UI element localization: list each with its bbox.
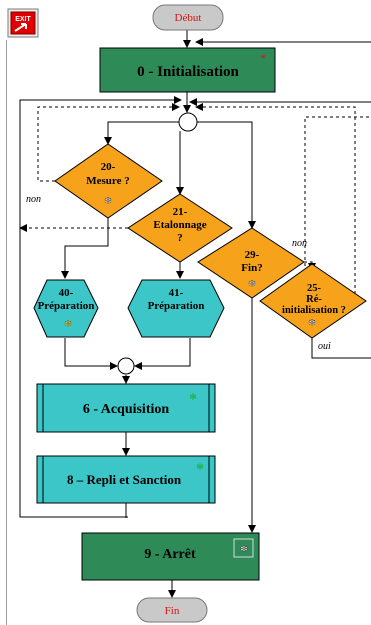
fin-question-label-1: 29- bbox=[245, 249, 260, 261]
node-reinitialisation: 25- Ré- initialisation ? * bbox=[259, 263, 367, 339]
reinit-label-2: Ré- bbox=[306, 294, 322, 305]
join-connector bbox=[117, 357, 135, 375]
node-preparation-41: 41- Préparation bbox=[127, 279, 225, 338]
mesure-label-2: Mesure ? bbox=[86, 175, 129, 187]
prep41-label-2: Préparation bbox=[148, 300, 205, 312]
star-icon: * bbox=[260, 51, 266, 65]
edge-hub-mesure bbox=[104, 121, 180, 145]
fin-label: Fin bbox=[165, 605, 180, 617]
node-preparation-40: 40- Préparation * bbox=[33, 279, 99, 338]
node-etalonnage: 21- Etalonnage ? bbox=[127, 193, 233, 263]
etalonnage-label-3: ? bbox=[177, 232, 183, 244]
node-fin: Fin bbox=[136, 597, 208, 623]
non-label-mesure: non bbox=[26, 194, 41, 205]
star-icon: * bbox=[240, 543, 248, 560]
edges bbox=[19, 30, 371, 598]
edge-hub-fin bbox=[197, 121, 256, 229]
mesure-label-1: 20- bbox=[101, 161, 116, 173]
edge-prep41-join bbox=[134, 338, 191, 370]
node-repli-sanction: 8 – Repli et Sanction * bbox=[36, 455, 216, 504]
prep41-label-1: 41- bbox=[169, 287, 184, 299]
exit-label: EXIT bbox=[15, 16, 31, 23]
arret-label: 9 - Arrêt bbox=[144, 547, 196, 562]
star-icon: * bbox=[189, 391, 197, 408]
node-arret: 9 - Arrêt * bbox=[81, 532, 260, 581]
edge-side-dashed bbox=[304, 116, 371, 290]
edge-mesure-non bbox=[37, 103, 180, 182]
initialisation-label: 0 - Initialisation bbox=[137, 64, 239, 80]
fin-question-label-2: Fin? bbox=[241, 262, 262, 274]
reinit-label-3: initialisation ? bbox=[282, 305, 346, 316]
star-icon: * bbox=[248, 278, 256, 294]
reinit-label-1: 25- bbox=[307, 283, 322, 294]
node-fin-question: 29- Fin? * bbox=[197, 227, 305, 299]
star-icon: * bbox=[64, 318, 72, 334]
node-initialisation: 0 - Initialisation * bbox=[99, 47, 276, 93]
repli-label: 8 – Repli et Sanction bbox=[67, 472, 182, 487]
star-icon: * bbox=[196, 461, 204, 478]
star-icon: * bbox=[308, 317, 316, 333]
non-label-fin: non bbox=[292, 238, 307, 249]
exit-button[interactable]: EXIT bbox=[7, 8, 39, 38]
oui-label-reinit: oui bbox=[318, 341, 331, 352]
exit-arrow-icon bbox=[14, 23, 27, 32]
hub-connector bbox=[178, 112, 198, 132]
edge-reinit-non bbox=[195, 103, 356, 303]
edge-reinit-oui bbox=[311, 338, 371, 359]
edge-mesure-prep40 bbox=[61, 218, 109, 279]
star-icon: * bbox=[104, 195, 112, 211]
etalonnage-label-1: 21- bbox=[173, 206, 188, 218]
prep40-label-1: 40- bbox=[59, 287, 74, 299]
acquisition-label: 6 - Acquisition bbox=[83, 402, 170, 417]
prep40-label-2: Préparation bbox=[38, 300, 95, 312]
etalonnage-label-2: Etalonnage bbox=[153, 219, 206, 231]
node-debut: Début bbox=[152, 4, 224, 31]
edge-prep40-join bbox=[64, 338, 118, 370]
debut-label: Début bbox=[175, 12, 202, 24]
edge-return-left bbox=[19, 96, 182, 518]
node-mesure: 20- Mesure ? * bbox=[54, 143, 163, 219]
node-acquisition: 6 - Acquisition * bbox=[36, 383, 216, 433]
